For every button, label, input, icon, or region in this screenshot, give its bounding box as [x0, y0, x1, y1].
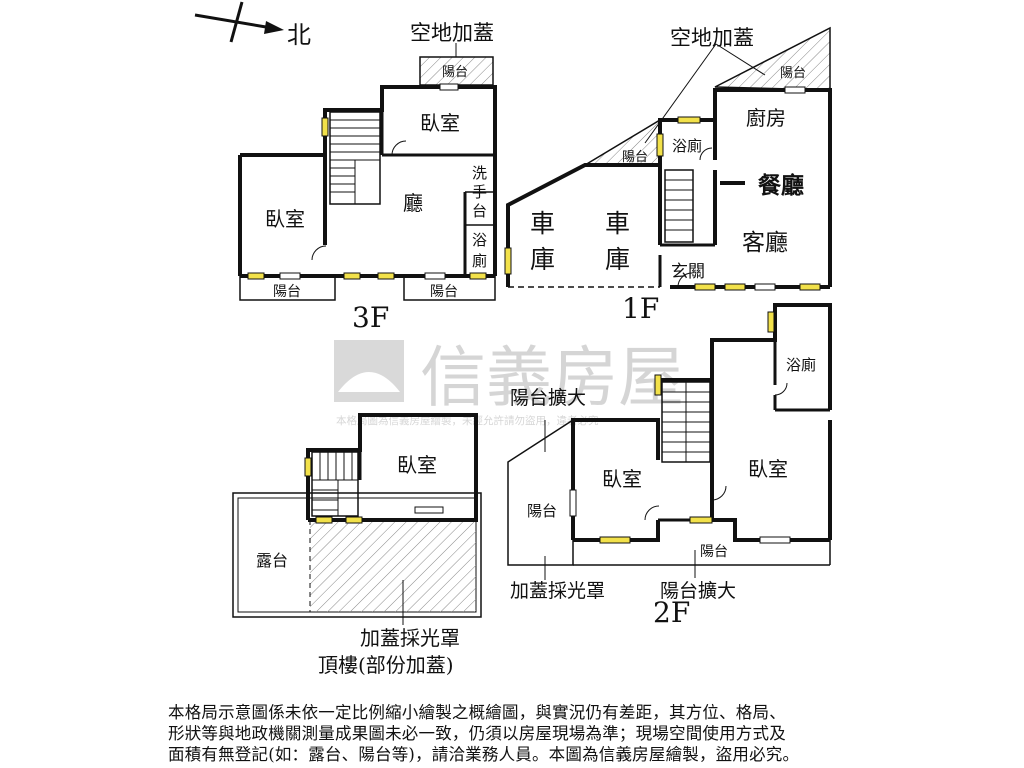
floor-3f [238, 43, 497, 301]
f3-living-label: 廳 [403, 191, 423, 215]
compass: 北 [194, 1, 311, 49]
floor-1f [504, 26, 832, 291]
f3-bath-label-2: 廁 [472, 252, 487, 270]
f3-wash-label-1: 洗 [472, 164, 487, 182]
f1-living-label: 客廳 [742, 230, 788, 256]
f2-balcony-ext-bottom-label: 陽台擴大 [660, 580, 736, 602]
f1-balcony-mid-label: 陽台 [622, 150, 648, 165]
f2-bath-label: 浴廁 [786, 356, 816, 374]
f1-bath-label: 浴廁 [672, 137, 702, 155]
disclaimer-line-2: 形狀等與地政機關測量成果圖未必一致，仍須以房屋現場為準；現場空間使用方式及 [168, 724, 786, 743]
f1-balcony-top-label: 陽台 [780, 66, 806, 81]
floor-1f-labels: 空地加蓋 陽台 陽台 浴廁 廚房 餐廳 客廳 車 庫 車 庫 玄關 1F [530, 26, 806, 325]
watermark-brand: 信義房屋 [420, 339, 684, 416]
f2-bedroom-right-label: 臥室 [748, 457, 788, 481]
disclaimer: 本格局示意圖係未依一定比例縮小繪製之概繪圖，與實況仍有差距，其方位、格局、 形狀… [168, 702, 868, 765]
watermark-logo-icon [334, 340, 404, 402]
f1-garage2-label-2: 庫 [605, 245, 630, 274]
f2-skylight-label: 加蓋採光罩 [510, 580, 605, 602]
watermark-copyright: 本格局圖為信義房屋繪製，未經允許請勿盜用，違者必究 [336, 414, 599, 427]
f1-garage1-label-2: 庫 [530, 245, 555, 274]
floor-roof-labels: 臥室 露台 加蓋採光罩 頂樓(部份加蓋) [256, 453, 460, 677]
f1-garage1-label-1: 車 [530, 209, 555, 238]
f3-wash-label-2: 手 [472, 183, 487, 201]
roof-terrace-label: 露台 [256, 551, 288, 570]
floor-2f-labels: 陽台擴大 浴廁 臥室 臥室 陽台 陽台 加蓋採光罩 陽台擴大 2F [510, 356, 816, 629]
f2-level-label: 2F [653, 596, 690, 629]
floor-roof [232, 413, 482, 625]
f1-top-addition-label: 空地加蓋 [670, 26, 754, 50]
f3-level-label: 3F [352, 301, 389, 334]
f3-bath-label-1: 浴 [472, 231, 487, 249]
floor-2f [507, 303, 832, 580]
f3-wash-label-3: 台 [472, 202, 487, 220]
roof-level-label: 頂樓(部份加蓋) [318, 653, 454, 677]
f1-entrance-label: 玄關 [671, 262, 705, 282]
roof-skylight-label: 加蓋採光罩 [360, 626, 460, 650]
disclaimer-line-1: 本格局示意圖係未依一定比例縮小繪製之概繪圖，與實況仍有差距，其方位、格局、 [168, 703, 786, 722]
f1-garage2-label-1: 車 [605, 209, 630, 238]
f1-kitchen-label: 廚房 [746, 106, 786, 130]
f2-balcony-ext-top-label: 陽台擴大 [510, 387, 586, 409]
watermark: 信義房屋 本格局圖為信義房屋繪製，未經允許請勿盜用，違者必究 [334, 339, 684, 427]
f3-bedroom-top-label: 臥室 [420, 111, 460, 135]
f3-balcony-left-label: 陽台 [273, 284, 301, 300]
disclaimer-line-3: 面積有無登記(如：露台、陽台等)，請洽業務人員。本圖為信義房屋繪製，盜用必究。 [168, 745, 800, 764]
f2-balcony-bottom-label: 陽台 [700, 544, 728, 560]
f3-bedroom-left-label: 臥室 [265, 207, 305, 231]
f3-balcony-top-label: 陽台 [442, 65, 468, 80]
f1-dining-label: 餐廳 [758, 172, 804, 199]
f2-balcony-left-label: 陽台 [527, 502, 557, 520]
f1-level-label: 1F [622, 292, 659, 325]
f3-top-addition-label: 空地加蓋 [410, 21, 494, 45]
f2-bedroom-left-label: 臥室 [602, 467, 642, 491]
floor-3f-labels: 空地加蓋 陽台 臥室 臥室 廳 洗 手 台 浴 廁 陽台 陽台 3F [265, 21, 494, 334]
roof-bedroom-label: 臥室 [397, 453, 437, 477]
north-label: 北 [287, 21, 311, 49]
f3-balcony-right-label: 陽台 [430, 284, 458, 300]
